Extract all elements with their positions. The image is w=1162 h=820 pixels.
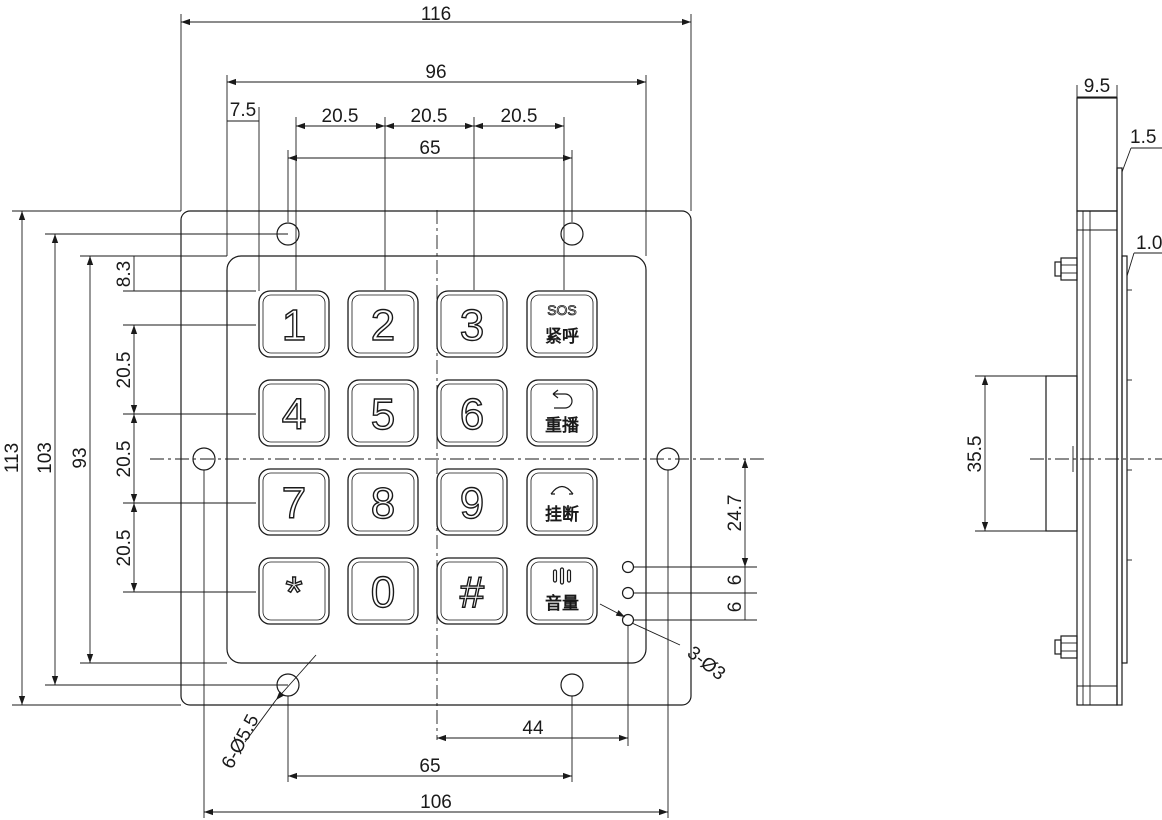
dim-side-layer: 1.0 [1136,233,1162,254]
dim-led-holes: 3-Ø3 [683,642,729,685]
dim-side-thickness: 9.5 [1084,76,1110,97]
key-label: 6 [460,390,484,439]
key: 4 [258,379,330,447]
led-holes [621,560,635,627]
key: 5 [347,379,419,447]
dim-row-pitch: 20.5 [114,530,135,567]
extension-lines [12,14,757,818]
dim-key-pitch: 20.5 [501,106,538,127]
key: 9 [436,468,508,536]
mount-holes [192,222,680,697]
key-sublabel: SOS [547,302,577,318]
dim-side-plate: 1.5 [1130,127,1156,148]
key: 8 [347,468,419,536]
dim-row-pitch: 20.5 [114,441,135,478]
dimension-lines [18,18,749,816]
dim-led-pitch: 6 [725,575,746,586]
dim-top-hole-spacing: 65 [419,138,440,159]
mount-hole [560,673,584,697]
key: # [436,557,508,625]
key: 3 [436,290,508,358]
key: * [258,557,330,625]
dim-side-height: 35.5 [965,436,986,473]
side-front-plate [1116,167,1123,706]
dim-row-pitch: 20.5 [114,352,135,389]
dim-overall-width: 116 [421,4,451,25]
key-label: # [460,568,485,617]
front-view: 1 2 3 SOS 紧呼 4 5 6 重播 7 8 9 挂断 * 0 # 音量 [2,4,765,818]
key-label: * [285,568,302,617]
inner-panel [226,255,647,664]
side-studs [1054,257,1078,659]
key-label: 紧呼 [545,327,579,347]
key-label: 0 [371,568,395,617]
key-label: 4 [282,390,306,439]
keypad: 1 2 3 SOS 紧呼 4 5 6 重播 7 8 9 挂断 * 0 # 音量 [258,290,598,625]
hangup-icon [550,485,574,495]
dim-bottom-hole-spacing: 65 [419,756,440,777]
dim-side-hole-spacing: 106 [420,792,452,813]
key: 6 [436,379,508,447]
side-key-stubs [1127,289,1132,561]
dim-key-pitch: 20.5 [411,106,448,127]
dim-hole-height: 103 [35,442,56,474]
side-connector [1045,375,1078,532]
mount-hole [560,222,584,246]
side-front-layer [1121,255,1128,664]
key: SOS 紧呼 [526,290,598,358]
volume-icon [552,567,572,585]
dim-led-offset: 24.7 [725,495,746,532]
side-view: 9.5 1.5 1.0 35.5 [965,76,1162,706]
led-hole [621,586,635,600]
key-label: 9 [460,479,484,528]
key: 1 [258,290,330,358]
dim-mount-holes: 6-Ø5.5 [218,711,264,772]
outer-plate [180,210,692,706]
key-label: 挂断 [545,504,579,525]
key-label: 2 [371,301,395,350]
key-label: 7 [282,479,306,528]
led-hole [621,560,635,574]
key: 0 [347,557,419,625]
key: 7 [258,468,330,536]
key: 挂断 [526,468,598,536]
dim-top-gap: 8.3 [114,261,135,287]
side-back-block [1076,97,1118,212]
key: 重播 [526,379,598,447]
key-label: 重播 [545,415,580,436]
dimension-labels: 116 96 7.5 20.5 20.5 20.5 65 113 103 93 … [2,4,746,813]
dim-edge-offset: 7.5 [230,100,256,121]
key-label: 3 [460,301,484,350]
dim-key-pitch: 20.5 [322,106,359,127]
dim-overall-height: 113 [2,443,23,473]
key: 2 [347,290,419,358]
dim-led-pitch: 6 [725,602,746,613]
dim-panel-height: 93 [70,447,91,468]
key-label: 5 [371,390,395,439]
dim-panel-width: 96 [425,62,446,83]
key-label: 音量 [545,593,579,614]
key-label: 8 [371,479,395,528]
redial-icon [552,389,573,409]
key: 音量 [526,557,598,625]
key-label: 1 [282,301,306,350]
dim-center-to-led: 44 [522,718,544,739]
